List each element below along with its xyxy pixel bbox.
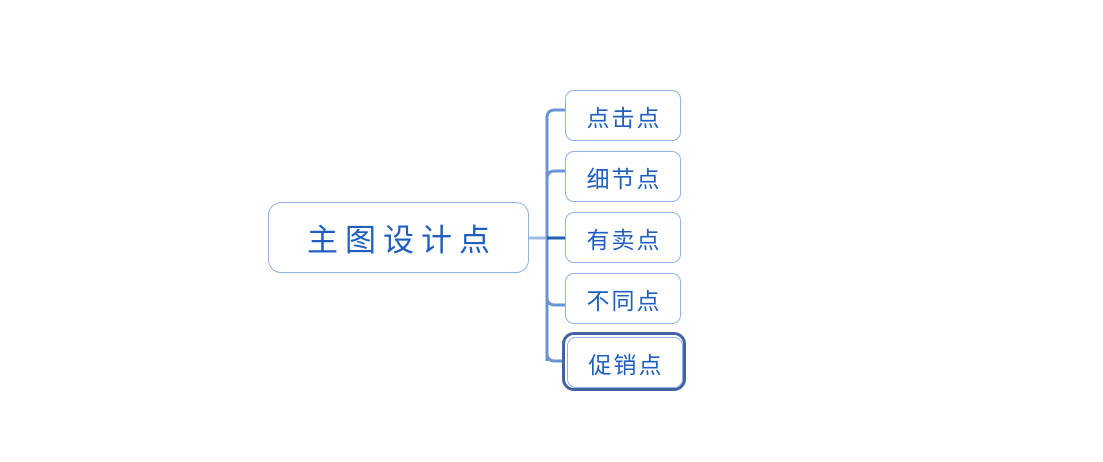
- child-node-5-selection-ring: 促销点: [562, 332, 686, 391]
- root-node[interactable]: 主图设计点: [268, 202, 529, 273]
- child-node-1[interactable]: 点击点: [565, 90, 681, 141]
- child-node-2[interactable]: 细节点: [565, 151, 681, 202]
- child-node-3[interactable]: 有卖点: [565, 212, 681, 263]
- child-node-5[interactable]: 促销点: [567, 337, 683, 388]
- child-node-4[interactable]: 不同点: [565, 273, 681, 324]
